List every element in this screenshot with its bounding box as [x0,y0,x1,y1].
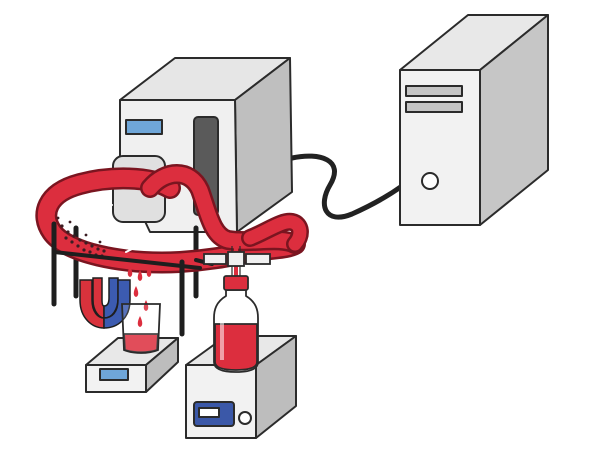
stirrer-display [198,407,220,418]
bottle-cap [223,275,249,291]
pump-display-screen [125,119,163,135]
droplet [137,270,143,281]
reservoir-bottle [213,275,259,373]
sample-beaker [121,303,161,354]
circulation-tube [35,164,309,274]
valve-body [227,251,245,267]
droplet [143,300,149,311]
droplet [133,286,139,297]
valve-connector-left [203,253,227,265]
bottle-glass-highlight [220,320,224,360]
horseshoe-magnet-icon [79,277,131,329]
beaker-drip-stream [137,316,143,327]
bottle-liquid [214,323,258,371]
data-cable [289,153,405,220]
three-way-valve [203,246,271,278]
drip-droplets [127,266,152,311]
droplet [127,266,133,277]
flow-arrows [87,204,135,253]
stand-crossbar [52,250,202,270]
flow-arrow-right-icon [111,242,135,253]
beaker-glass [121,303,161,354]
support-stand-front [51,221,214,337]
drive-bay-1 [405,85,463,97]
magnet-blue-outer [103,279,131,329]
desktop-computer [399,14,549,226]
stirrer-knob-icon [238,411,252,425]
valve-connector-right [245,253,271,265]
tube-return-right [243,215,307,251]
drive-bay-2 [405,101,463,113]
flow-arrow-left-icon [87,204,113,218]
droplet [146,266,152,277]
power-button-icon [421,172,439,190]
balance-display-screen [99,368,129,381]
